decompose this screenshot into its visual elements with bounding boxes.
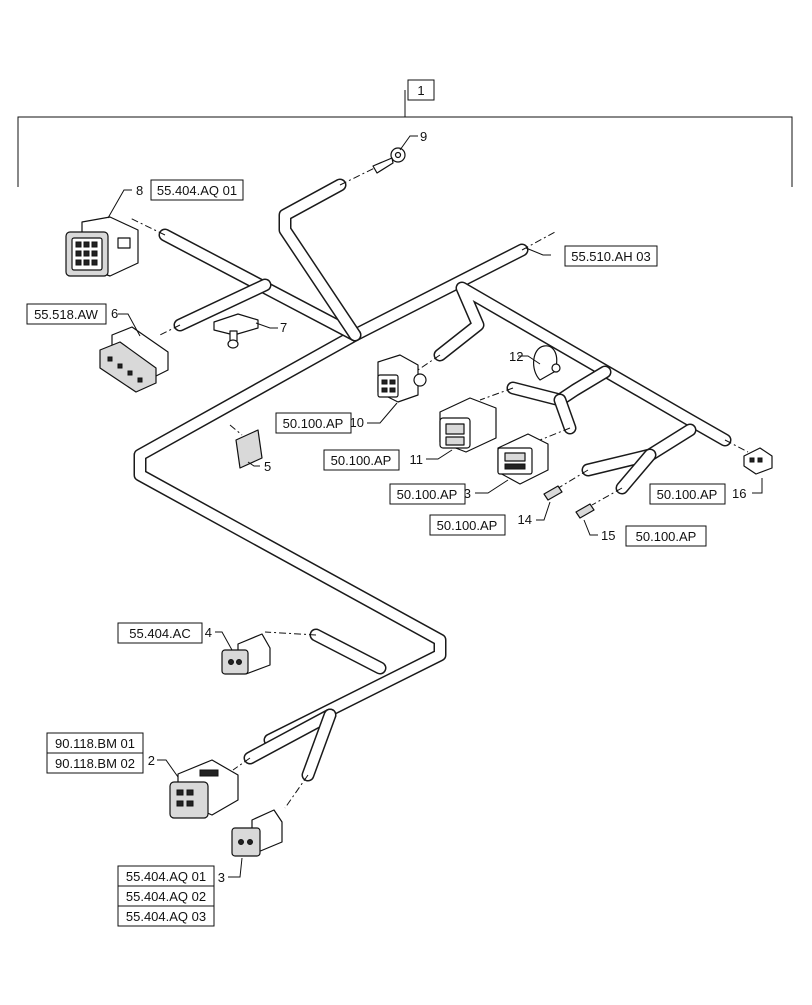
callout-1[interactable]: 1 [417,83,424,98]
ref-10-text: 50.100.AP [283,416,344,431]
callout-7[interactable]: 7 [280,320,287,335]
callout-9[interactable]: 9 [420,129,427,144]
callout-12[interactable]: 12 [509,349,523,364]
part-8-connector[interactable] [65,216,139,277]
part-15-terminal[interactable] [575,503,595,519]
ref-box-3[interactable]: 55.404.AQ 01 55.404.AQ 02 55.404.AQ 03 [117,865,215,927]
part-5-label[interactable] [235,429,263,469]
ref-box-16[interactable]: 50.100.AP [649,483,726,505]
ref-box-10[interactable]: 50.100.AP [275,412,352,434]
part-13-connector[interactable] [497,433,549,485]
part-9-ring-terminal[interactable] [372,147,406,174]
callout-14[interactable]: 14 [518,512,532,527]
part-4-connector[interactable] [221,633,271,675]
ref-8-text: 55.404.AQ 01 [157,183,237,198]
callout-2[interactable]: 2 [148,753,155,768]
ref-13-text: 50.100.AP [397,487,458,502]
part-14-terminal[interactable] [543,485,563,501]
ref-box-6[interactable]: 55.518.AW [26,303,107,325]
ref-box-2[interactable]: 90.118.BM 01 90.118.BM 02 [46,732,144,774]
callout-6[interactable]: 6 [111,306,118,321]
callout-8[interactable]: 8 [136,183,143,198]
ref-3b-text: 55.404.AQ 02 [126,889,206,904]
part-3-connector[interactable] [231,809,283,857]
callout-10[interactable]: 10 [350,415,364,430]
centerlines [129,157,749,809]
callout-16[interactable]: 16 [732,486,746,501]
ref-box-15[interactable]: 50.100.AP [625,525,707,547]
callout-5[interactable]: 5 [264,459,271,474]
callout-11[interactable]: 11 [410,452,424,467]
callout-3[interactable]: 3 [218,870,225,885]
callout-1-box [407,79,435,101]
part-12-p-clip[interactable] [533,345,561,381]
ref-box-8[interactable]: 55.404.AQ 01 [150,179,244,201]
part-10-connector[interactable] [377,354,427,403]
ref-box-main[interactable]: 55.510.AH 03 [564,245,658,267]
ref-main-text: 55.510.AH 03 [571,249,651,264]
ref-3a-text: 55.404.AQ 01 [126,869,206,884]
callout-15[interactable]: 15 [601,528,615,543]
ref-box-11[interactable]: 50.100.AP [323,449,400,471]
part-7-clip[interactable] [213,313,259,349]
ref-2b-text: 90.118.BM 02 [55,756,135,771]
ref-11-text: 50.100.AP [331,453,392,468]
ref-14-text: 50.100.AP [437,518,498,533]
ref-box-4[interactable]: 55.404.AC [117,622,203,644]
ref-4-text: 55.404.AC [129,626,190,641]
ref-16-text: 50.100.AP [657,487,718,502]
callout-4[interactable]: 4 [205,625,212,640]
ref-2a-text: 90.118.BM 01 [55,736,135,751]
ref-6-text: 55.518.AW [34,307,99,322]
part-2-connector[interactable] [169,759,239,819]
part-16-connector[interactable] [743,447,773,475]
ref-box-13[interactable]: 50.100.AP [389,483,466,505]
ref-box-14[interactable]: 50.100.AP [429,514,506,536]
ref-3c-text: 55.404.AQ 03 [126,909,206,924]
ref-15-text: 50.100.AP [636,529,697,544]
part-6-connector[interactable] [99,326,169,393]
harness-wires [133,178,732,782]
assembly-bracket [17,90,793,187]
part-11-connector[interactable] [439,397,497,453]
leader-lines [107,135,763,878]
